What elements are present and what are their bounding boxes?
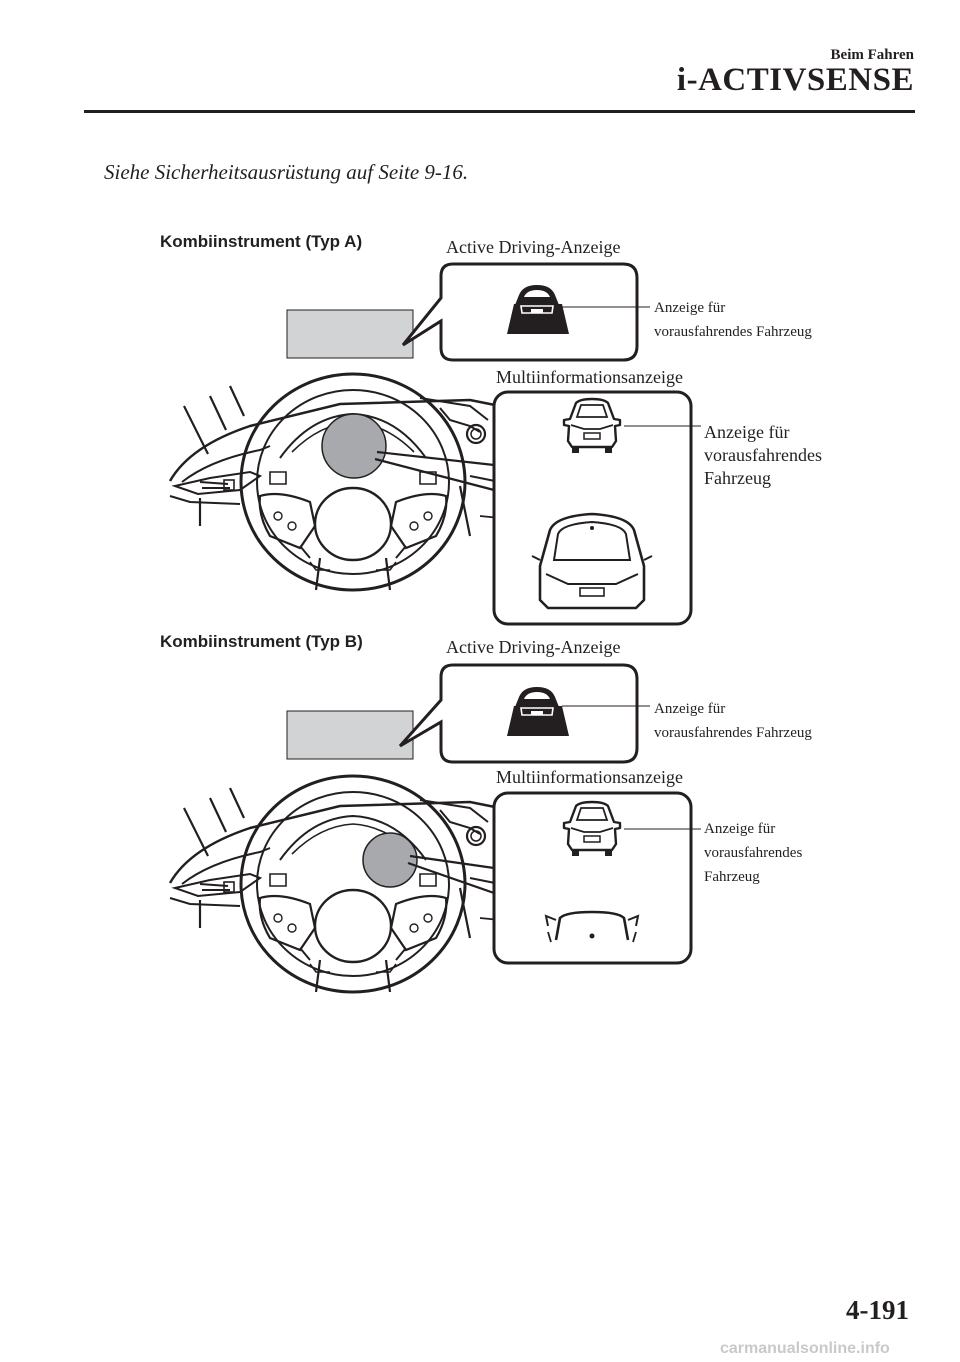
- reference-text: Siehe Sicherheitsausrüstung auf Seite 9-…: [104, 160, 469, 184]
- page-number: 4-191: [846, 1295, 909, 1325]
- fig-a-multi-callout-text: Anzeige für vorausfahrendes Fahrzeug: [704, 421, 822, 490]
- fig-b-dashboard: [168, 774, 508, 994]
- header-rule: [84, 110, 915, 113]
- fig-a-active-callout-line1: Anzeige für: [654, 300, 726, 316]
- chapter-title: i-ACTIVSENSE: [676, 62, 914, 98]
- fig-b-active-callout-line2: vorausfahrendes Fahrzeug: [654, 725, 812, 741]
- fig-a-own-car-icon: [531, 512, 653, 610]
- fig-a-dashboard: [168, 372, 508, 592]
- fig-b-own-car-hood: [544, 910, 640, 943]
- fig-a-multi-callout-line2: vorausfahrendes: [704, 445, 822, 465]
- fig-b-multi-callout-line1: Anzeige für: [704, 821, 776, 837]
- figure-a: [168, 262, 701, 626]
- fig-a-active-callout-line2: vorausfahrendes Fahrzeug: [654, 324, 812, 340]
- fig-b-active-callout-line1: Anzeige für: [654, 701, 726, 717]
- fig-a-multi-label: Multiinformationsanzeige: [496, 367, 683, 387]
- fig-a-display-highlight: [286, 309, 414, 359]
- fig-a-active-driving-label: Active Driving-Anzeige: [446, 237, 621, 257]
- fig-b-multi-label: Multiinformationsanzeige: [496, 767, 683, 787]
- section-title: Beim Fahren: [830, 47, 914, 63]
- figure-b: [168, 663, 701, 994]
- fig-b-multi-callout-text: Anzeige für vorausfahrendes Fahrzeug: [704, 817, 802, 889]
- fig-a-active-callout-text: Anzeige für vorausfahrendes Fahrzeug: [654, 296, 812, 344]
- fig-b-multi-callout-box: [492, 791, 693, 965]
- fig-a-caption: Kombiinstrument (Typ A): [160, 232, 363, 251]
- fig-b-cluster-highlight: [362, 832, 418, 888]
- fig-b-caption: Kombiinstrument (Typ B): [160, 632, 363, 651]
- fig-b-active-driving-label: Active Driving-Anzeige: [446, 637, 621, 657]
- fig-b-multi-callout-line2: vorausfahrendes: [704, 845, 803, 861]
- fig-a-cluster-highlight: [321, 413, 387, 479]
- fig-b-multi-callout-line3: Fahrzeug: [704, 869, 760, 885]
- fig-a-multi-callout-line1: Anzeige für: [704, 422, 790, 442]
- fig-b-display-highlight: [286, 710, 414, 760]
- fig-b-active-callout-text: Anzeige für vorausfahrendes Fahrzeug: [654, 697, 812, 745]
- fig-a-multi-callout-line3: Fahrzeug: [704, 468, 771, 488]
- watermark-text: carmanualsonline.info: [720, 1340, 890, 1357]
